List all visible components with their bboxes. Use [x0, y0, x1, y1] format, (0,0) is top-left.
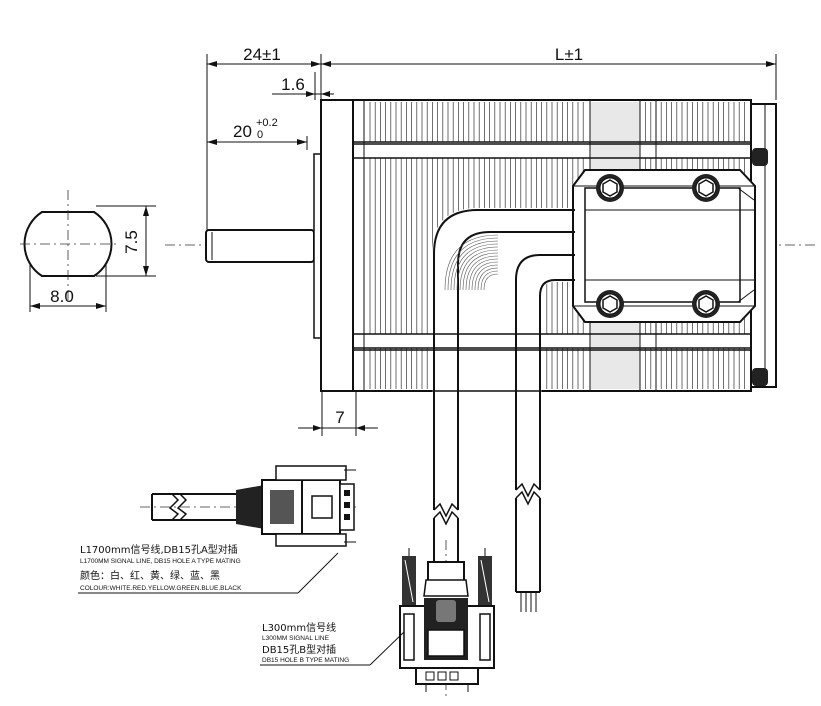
bend-hatch-line	[444, 234, 499, 291]
bend-hatch-line	[450, 240, 499, 291]
shaft-working-tolerance-lower: 0	[257, 129, 263, 141]
connector-housing	[572, 169, 756, 323]
flange-thickness-label: 1.6	[281, 75, 305, 94]
note-colour-cn: 颜色：白、红、黄、绿、蓝、黑	[80, 569, 220, 582]
db15-b-connector	[399, 540, 495, 700]
motor-shaft	[205, 229, 315, 263]
signal-cable-note: L1700mm信号线,DB15孔A型对插 L1700MM SIGNAL LINE…	[78, 543, 339, 594]
bend-hatch-line	[459, 249, 499, 291]
front-flange	[320, 99, 354, 392]
shaft-working-length-label: 20	[233, 122, 252, 141]
boss-dimension-label: 7	[335, 408, 344, 427]
cable-wire-ends	[520, 592, 537, 612]
hex-bolt-icon	[692, 290, 720, 318]
flat-dimension-label: 7.5	[122, 230, 141, 254]
db15-a-connector	[140, 465, 360, 547]
body-length-label: L±1	[555, 45, 583, 64]
rear-cap-pin-bottom	[752, 368, 768, 386]
boss-dimension: 7	[298, 392, 378, 436]
note-colour-en: COLOUR:WHITE.RED.YELLOW.GREEN.BLUE.BLACK	[80, 585, 242, 592]
bend-hatch-line	[477, 267, 499, 291]
rear-cap-pin-top	[752, 148, 768, 166]
shaft-body	[205, 229, 315, 263]
hex-bolt-icon	[596, 174, 624, 202]
bend-hatch-line	[462, 252, 499, 291]
note-leader-line	[369, 631, 405, 666]
bend-hatch-line	[453, 243, 499, 291]
note-1700-en: L1700MM SIGNAL LINE, DB15 HOLE A TYPE MA…	[80, 558, 241, 565]
bend-hatch-line	[474, 264, 499, 291]
note-300-cn: L300mm信号线	[262, 621, 336, 634]
bend-hatch-line	[468, 258, 499, 291]
hex-bolt-icon	[596, 290, 624, 318]
signal-cable-long	[433, 209, 575, 562]
signal-cable-short	[515, 254, 575, 612]
bend-hatch-line	[480, 270, 499, 291]
note-db15b-en: DB15 HOLE B TYPE MATING	[262, 657, 349, 664]
cable-bend-hatching	[444, 234, 499, 291]
note-db15b-cn: DB15孔B型对插	[262, 643, 336, 656]
short-cable-note: L300mm信号线 L300MM SIGNAL LINE DB15孔B型对插 D…	[260, 621, 405, 666]
hex-bolt-icon	[692, 174, 720, 202]
note-1700-cn: L1700mm信号线,DB15孔A型对插	[80, 543, 238, 556]
shaft-cross-section: 7.5 8.0	[20, 190, 156, 312]
bend-hatch-line	[447, 237, 499, 291]
bend-hatch-line	[456, 246, 499, 291]
bend-hatch-line	[483, 273, 499, 291]
note-leader-line	[297, 552, 339, 594]
bend-hatch-line	[465, 255, 499, 291]
shaft-section-outline	[23, 211, 113, 277]
shaft-working-tolerance-upper: +0.2	[256, 117, 278, 129]
bend-hatch-line	[471, 261, 499, 291]
note-300-en: L300MM SIGNAL LINE	[262, 635, 330, 642]
top-dimensions: 24±1 L±1 1.6 20 +0.2 0	[206, 45, 777, 230]
shaft-length-label: 24±1	[243, 45, 281, 64]
diameter-dimension-label: 8.0	[50, 287, 74, 306]
